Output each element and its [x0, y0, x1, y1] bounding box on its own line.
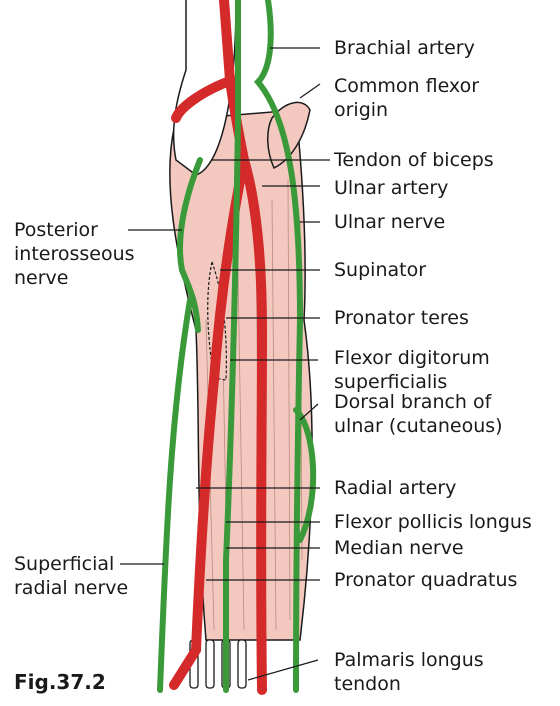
label-supinator: Supinator — [334, 258, 426, 282]
label-tendon-of-biceps: Tendon of biceps — [334, 148, 494, 172]
label-line: radial nerve — [14, 576, 128, 600]
figure-caption: Fig.37.2 — [14, 670, 106, 694]
label-line: ulnar (cutaneous) — [334, 414, 503, 438]
label-radial-artery: Radial artery — [334, 476, 456, 500]
label-line: tendon — [334, 672, 484, 696]
label-common-flexor-origin: Common flexor origin — [334, 74, 479, 122]
label-median-nerve: Median nerve — [334, 536, 464, 560]
label-palmaris-longus-tendon: Palmaris longus tendon — [334, 648, 484, 696]
label-flexor-digitorum-superficialis: Flexor digitorum superficialis — [334, 346, 490, 394]
label-line: Superficial — [14, 553, 114, 575]
label-line: interosseous — [14, 242, 135, 266]
label-superficial-radial-nerve: Superficial radial nerve — [14, 552, 128, 600]
label-line: Flexor digitorum — [334, 347, 490, 369]
label-line: Posterior — [14, 219, 98, 241]
label-brachial-artery: Brachial artery — [334, 36, 475, 60]
label-line: origin — [334, 98, 479, 122]
label-line: Common flexor — [334, 75, 479, 97]
label-pronator-quadratus: Pronator quadratus — [334, 568, 517, 592]
label-ulnar-nerve: Ulnar nerve — [334, 210, 445, 234]
label-line: Palmaris longus — [334, 649, 484, 671]
label-line: Dorsal branch of — [334, 391, 491, 413]
label-ulnar-artery: Ulnar artery — [334, 176, 448, 200]
label-flexor-pollicis-longus: Flexor pollicis longus — [334, 510, 532, 534]
label-line: nerve — [14, 266, 135, 290]
label-dorsal-branch-ulnar: Dorsal branch of ulnar (cutaneous) — [334, 390, 503, 438]
superficial-radial-nerve — [160, 300, 190, 690]
label-posterior-interosseous-nerve: Posterior interosseous nerve — [14, 218, 135, 290]
label-pronator-teres: Pronator teres — [334, 306, 469, 330]
